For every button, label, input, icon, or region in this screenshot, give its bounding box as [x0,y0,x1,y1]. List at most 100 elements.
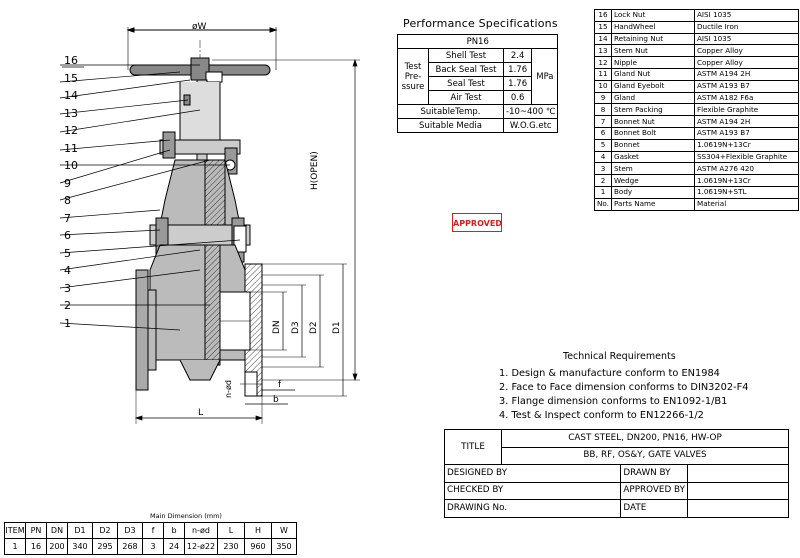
dim-value-5: 268 [117,538,143,555]
part-material: ASTM A193 B7 [694,126,799,140]
dim-value-0: 1 [4,538,26,555]
part-number: 10 [594,79,612,93]
part-material: AISI 1035 [694,9,799,22]
dim-header-0: ITEM [4,522,26,539]
dim-nd-label: n-ød [224,380,233,398]
callout-8: 8 [64,194,71,207]
dim-value-7: 24 [163,538,185,555]
part-material: 1.0619N+STL [694,185,799,199]
drawing-no-label: DRAWING No. [443,499,622,518]
callout-14: 14 [64,89,78,102]
approved-by-label: APPROVED BY [620,481,688,500]
part-number: 11 [594,67,612,81]
seal-test-label: Seal Test [428,76,504,91]
title-label: TITLE [444,429,502,465]
part-number: 4 [594,150,612,164]
part-number: 8 [594,103,612,117]
part-name: HandWheel [611,20,695,34]
dim-d1-label: D1 [332,321,342,334]
tech-requirement-1: 1. Design & manufacture conform to EN198… [499,368,720,379]
callout-3: 3 [64,281,71,295]
part-number: 6 [594,126,612,140]
dim-value-10: 960 [244,538,272,555]
pn-cell: PN16 [396,34,559,49]
part-material: ASTM A194 2H [694,67,799,81]
designed-by-label: DESIGNED BY [443,464,622,483]
part-material: Copper Alloy [694,44,799,58]
part-number: 13 [594,44,612,58]
pressure-unit: MPa [531,48,559,105]
dim-value-6: 3 [142,538,164,555]
valve-drawing [59,27,360,424]
callout-4: 4 [64,264,71,277]
checked-by-label: CHECKED BY [443,481,622,500]
part-name: Wedge [611,174,695,187]
dim-value-2: 200 [46,538,68,555]
callout-11: 11 [64,141,78,155]
dim-value-1: 16 [25,538,47,555]
dim-value-8: 12-ø22 [184,538,218,555]
date-value [687,499,789,518]
part-material: ASTM A182 F6a [694,91,799,105]
tech-requirement-3: 3. Flange dimension conforms to EN1092-1… [499,396,728,407]
dim-value-11: 350 [271,538,297,555]
main-dimension-title: Main Dimension (mm) [150,512,222,520]
approved-stamp: APPROVED [452,213,502,232]
back-seal-test-label: Back Seal Test [428,62,504,77]
part-name: Stem Packing [611,103,695,117]
callout-6: 6 [64,229,71,242]
part-name: Gasket [611,150,695,164]
dim-h-label: H(OPEN) [310,151,320,190]
part-material: ASTM A193 B7 [694,79,799,93]
part-material: 1.0619N+13Cr [694,174,799,187]
callout-10: 10 [64,159,78,172]
part-name: Lock Nut [611,9,695,22]
part-number: 14 [594,32,612,46]
part-number: 9 [594,91,612,105]
dim-header-3: D1 [67,522,93,539]
dim-header-8: n-ød [184,522,218,539]
seal-test-value: 1.76 [502,76,533,91]
callout-1: 1 [64,316,71,330]
callout-7: 7 [64,211,71,225]
callout-5: 5 [64,246,71,260]
part-number: 12 [594,56,612,69]
part-name: Bonnet [611,138,695,152]
part-number: 3 [594,162,612,176]
part-name: Stem Nut [611,44,695,58]
dim-value-4: 295 [92,538,118,555]
dim-w-label: øW [192,22,207,32]
part-number: 2 [594,174,612,187]
dim-header-6: f [142,522,164,539]
part-name: Bonnet Bolt [611,126,695,140]
part-material: ASTM A276 420 [694,162,799,176]
callout-16: 16 [64,54,78,67]
part-number: 16 [594,9,612,22]
tech-requirement-4: 4. Test & Inspect conform to EN12266-1/2 [499,410,704,421]
dim-d2-label: D2 [309,321,319,334]
callout-12: 12 [64,124,78,137]
title-block: TITLE CAST STEEL, DN200, PN16, HW-OP BB,… [443,429,789,518]
dim-value-3: 340 [67,538,93,555]
part-number: 7 [594,115,612,128]
drawn-by-label: DRAWN BY [620,464,688,483]
performance-table: PN16 Test Pre- ssure Shell Test 2.4 MPa … [396,34,559,133]
date-label: DATE [620,499,688,518]
shell-test-label: Shell Test [428,48,504,63]
part-number: 1 [594,185,612,199]
dim-header-4: D2 [92,522,118,539]
dim-header-11: W [271,522,297,539]
